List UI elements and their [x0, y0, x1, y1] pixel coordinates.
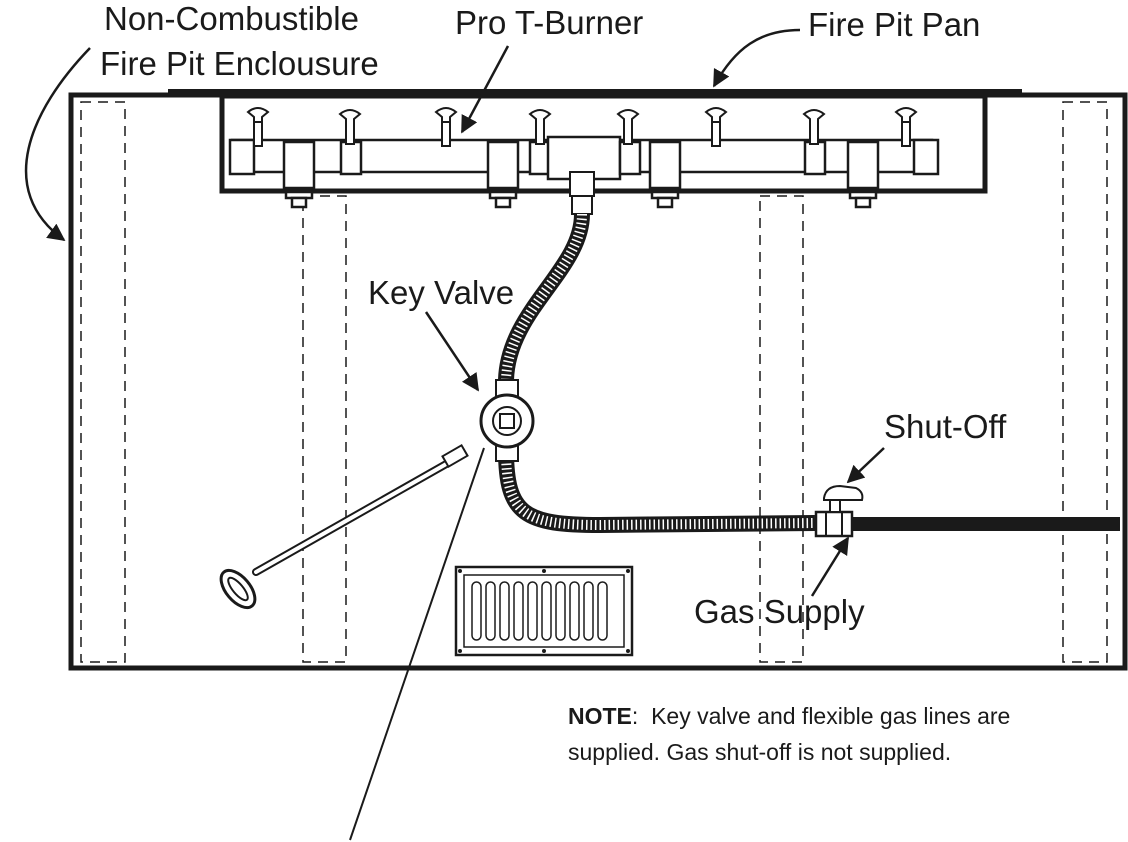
gas-supply-label: Gas Supply [694, 593, 865, 630]
key-valve [479, 379, 535, 462]
shut-off-label: Shut-Off [884, 408, 1007, 445]
arrow-shut-off [846, 447, 885, 484]
note-line1-text: Key valve and flexible gas lines are [651, 703, 1011, 729]
flex-gas-line [498, 171, 816, 534]
arrow-pan [712, 28, 801, 88]
arrow-burner [460, 45, 510, 134]
valve-key-tool [219, 443, 469, 610]
hidden-supports [80, 101, 1108, 663]
key-valve-extension-line [349, 447, 485, 841]
arrow-enclosure [24, 47, 91, 242]
leader-arrows [24, 28, 885, 597]
arrow-key-valve [424, 311, 480, 392]
burner-jets [246, 107, 918, 147]
key-valve-label: Key Valve [368, 274, 515, 311]
enclosure-label-line1: Non-Combustible [104, 0, 359, 37]
note-line1: NOTE: Key valve and flexible gas lines a… [568, 703, 1011, 729]
arrow-gas-supply [810, 536, 850, 597]
vent [454, 565, 634, 657]
enclosure-label-line2: Fire Pit Enclousure [100, 45, 379, 82]
pan-label: Fire Pit Pan [808, 6, 981, 43]
note-text: NOTE: Key valve and flexible gas lines a… [568, 698, 1123, 770]
shut-off-valve [814, 484, 864, 538]
note-title: NOTE [568, 703, 632, 729]
note-line2: supplied. Gas shut-off is not supplied. [568, 739, 952, 765]
burner-label: Pro T-Burner [455, 4, 644, 41]
